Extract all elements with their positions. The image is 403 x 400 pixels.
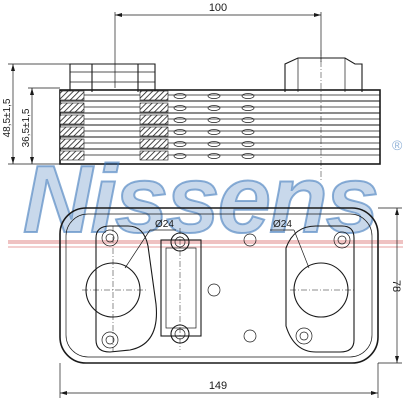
dim-label-bottom-width: 149 — [209, 380, 227, 392]
dim-label-right-hole: Ø24 — [273, 219, 292, 230]
center-bracket — [160, 228, 221, 350]
hatched-section-center — [139, 90, 169, 161]
left-inlet-flange — [82, 225, 158, 353]
dimension-left-heights: 48,5±1,5 36,5±1,5 — [2, 63, 70, 165]
dimension-right-height: 78 — [378, 207, 402, 364]
dimension-bottom-width: 149 — [59, 363, 379, 398]
watermark-registered: ® — [392, 137, 403, 153]
hatched-section-left — [59, 90, 85, 161]
dimension-top-width: 100 — [114, 2, 322, 88]
side-view: 100 — [2, 2, 381, 180]
dim-label-inner-height: 36,5±1,5 — [21, 108, 32, 147]
outlet-adapter-block — [284, 50, 363, 180]
watermark-text: Nissens — [23, 146, 377, 253]
dim-label-left-hole: Ø24 — [155, 219, 174, 230]
dimension-hole-diameters: Ø24 Ø24 — [124, 219, 310, 269]
dim-label-top-width: 100 — [209, 2, 227, 14]
nissens-watermark: Nissens ® — [8, 137, 403, 254]
right-outlet-flange — [285, 225, 355, 353]
plate-dimples — [173, 93, 255, 159]
top-view: Ø24 Ø24 149 78 — [59, 207, 402, 398]
inlet-adapter-block — [69, 63, 156, 92]
mounting-bosses — [243, 233, 257, 343]
dim-label-right-height: 78 — [390, 280, 402, 292]
cooler-body-outline — [59, 207, 379, 364]
dim-label-outer-height: 48,5±1,5 — [2, 98, 13, 137]
